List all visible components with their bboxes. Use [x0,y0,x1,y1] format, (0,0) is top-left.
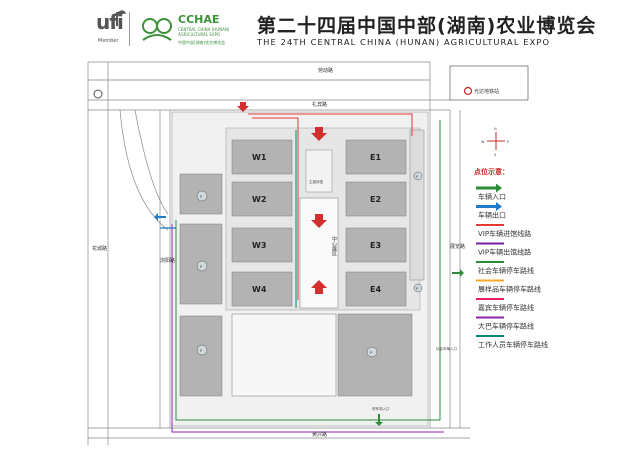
legend-label: 大巴车辆停车路线 [478,322,534,331]
page-title-english: THE 24TH CENTRAL CHINA (HUNAN) AGRICULTU… [257,37,551,47]
hall-w4-label: W4 [252,285,267,294]
metro-label: 光达地铁站 [474,88,499,95]
parking-lot-south[interactable] [231,313,337,397]
route-vip-in [248,113,413,136]
legend-label: 车辆入口 [478,192,506,201]
legend-item: 工作人员车辆停车路线 [476,335,548,349]
metro-icon [463,86,473,96]
header-divider [129,12,130,46]
parking-icon: P [413,171,423,181]
svg-text:W: W [481,140,485,144]
route-social-vehicles [175,120,441,421]
parking-icon: P [366,346,378,358]
svg-text:S: S [494,153,497,157]
hall-w4[interactable] [231,271,293,307]
route-vip-loop [252,117,299,300]
west-exit-arrow [154,213,166,221]
svg-text:P: P [370,351,372,355]
svg-text:P: P [200,195,202,199]
ufi-member-text: Member [98,38,119,44]
vehicle-routes [160,113,444,433]
south-entry-label: 停车场入口 [372,406,390,411]
legend-arrow-icon [476,183,502,193]
legend-item: VIP车辆进馆线路 [476,224,531,238]
main-reception-label: 主接待馆 [309,179,323,184]
svg-text:E: E [507,140,509,144]
svg-text:P: P [416,287,418,291]
header: ufi Member CCHAE CENTRAL CHINA (HUNAN) A… [0,0,640,58]
road-right-label: 展览路 [450,243,465,250]
hall-e4-label: E4 [370,285,381,294]
road-middle-label: 礼宾路 [312,101,327,108]
compass-icon: N S E W [481,127,509,157]
parking-icon: P [196,260,208,272]
parking-icon: P [196,190,208,202]
east-halls: E1 E2 E3 E4 [345,139,407,307]
legend-item: 社会车辆停车路线 [476,261,534,275]
cchae-emblem-icon [116,10,172,41]
road-left-outer-label: 花城路 [92,245,107,252]
legend-item: VIP车辆出馆线路 [476,242,531,257]
legend-label: 嘉宾车辆停车路线 [478,303,534,312]
cchae-chinese: 中国中部(湖南)农业博览会 [178,40,226,45]
legend-label: 车辆出口 [478,211,506,220]
svg-text:N: N [494,127,497,131]
road-bottom-label: 黄兴路 [312,431,327,438]
road-top-label: 劳动路 [318,67,333,74]
cchae-logo: CCHAE [178,13,220,26]
hall-w3-label: W3 [252,241,266,250]
parking-icon: P [413,283,423,293]
legend-arrow-icon [476,202,502,211]
svg-text:P: P [200,349,202,353]
south-entrance-arrow [375,414,383,426]
parking-icon: P [196,344,208,356]
west-halls: W1 W2 W3 W4 [231,139,293,307]
legend-title: 点位示意： [474,167,509,176]
parking-icons: P P P P P P [196,171,423,358]
route-bus [171,224,444,433]
hall-e1[interactable] [345,139,407,175]
hall-e2[interactable] [345,181,407,217]
legend-label: 工作人员车辆停车路线 [478,340,548,349]
main-reception-building[interactable] [305,149,333,193]
bus-entry-label: 社会车辆入口 [436,346,457,351]
svg-text:P: P [416,175,418,179]
hall-w1-label: W1 [252,153,267,162]
hall-e3-label: E3 [370,241,381,250]
legend-item: 嘉宾车辆停车路线 [476,298,534,312]
entrance-markers [154,213,464,426]
cchae-subtitle: CENTRAL CHINA (HUNAN) AGRICULTURAL EXPO [178,27,230,37]
svg-text:P: P [200,265,202,269]
hall-e2-label: E2 [370,195,381,204]
legend-item: 车辆入口 [476,183,506,201]
page-title: 第二十四届中国中部(湖南)农业博览会 [257,15,597,37]
hall-w1[interactable] [231,139,293,175]
legend-item: 展样品车辆停车路线 [476,279,541,294]
hall-w2-label: W2 [252,195,266,204]
vip-arrows [237,102,327,294]
hall-w3[interactable] [231,227,293,263]
road-left-inner-label: 浏阳路 [160,257,175,264]
legend-label: 展样品车辆停车路线 [478,285,541,294]
east-parking-strip[interactable] [409,129,425,281]
hall-e1-label: E1 [370,153,381,162]
legend-item: 车辆出口 [476,202,506,220]
hall-w2[interactable] [231,181,293,217]
hall-e4[interactable] [345,271,407,307]
legend-label: 社会车辆停车路线 [478,266,534,275]
legend-label: VIP车辆进馆线路 [478,229,531,238]
legend-label: VIP车辆出馆线路 [478,248,531,257]
legend-item: 大巴车辆停车路线 [476,316,534,331]
east-entrance-arrow [452,269,464,277]
hall-e3[interactable] [345,227,407,263]
roundabout-icon [93,89,103,99]
metro-box [449,65,529,101]
parking-lot-p3[interactable] [179,315,223,397]
